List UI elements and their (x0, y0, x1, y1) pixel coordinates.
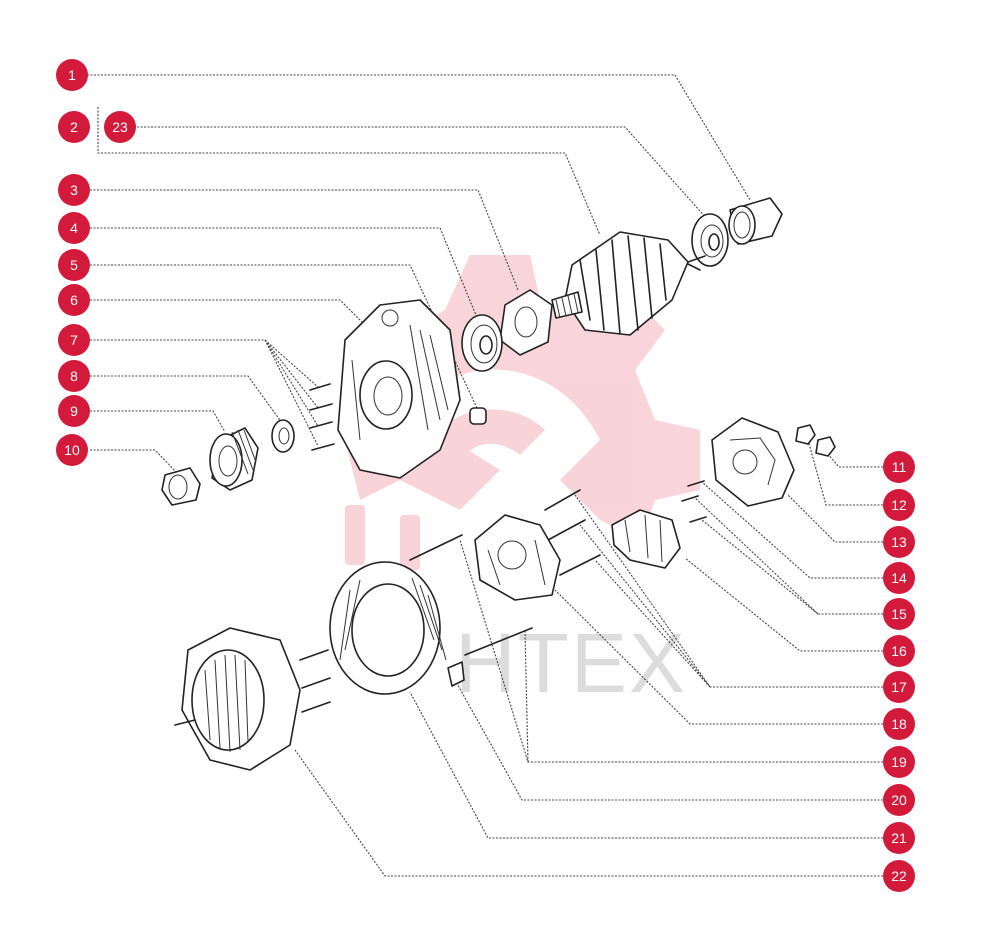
leader-17b (579, 524, 711, 688)
part-11-12-nuts (795, 424, 836, 457)
callout-6[interactable]: 6 (58, 284, 90, 316)
callout-18[interactable]: 18 (883, 708, 915, 740)
callout-12[interactable]: 12 (883, 489, 915, 521)
leader-12 (807, 439, 883, 506)
callout-5[interactable]: 5 (58, 249, 90, 281)
part-6-drive-housing (337, 299, 461, 479)
part-14-15-screws (681, 480, 707, 523)
leader-14 (701, 481, 883, 579)
part-2-rotor (551, 231, 706, 336)
callout-22[interactable]: 22 (883, 860, 915, 892)
callout-7[interactable]: 7 (58, 324, 90, 356)
leader-19b (524, 629, 529, 763)
part-7-bolts (309, 383, 335, 451)
leader-21 (409, 691, 883, 839)
leader-2-bracket (97, 107, 601, 236)
leader-16 (684, 557, 883, 652)
leader-17c (594, 559, 711, 688)
callout-9[interactable]: 9 (58, 395, 90, 427)
part-22-rear-housing (174, 627, 331, 771)
leader-15b (701, 519, 819, 615)
part-17-screws (544, 489, 601, 576)
part-9-pulley (209, 427, 259, 491)
callout-10[interactable]: 10 (56, 434, 88, 466)
leader-1 (87, 74, 751, 201)
callout-2[interactable]: 2 (58, 111, 90, 143)
part-20-clip (447, 661, 465, 687)
part-23-bearing (691, 213, 729, 267)
callout-17[interactable]: 17 (883, 671, 915, 703)
leader-7 (90, 339, 319, 388)
part-5-plug (469, 407, 487, 425)
leader-7b (264, 339, 319, 409)
watermark-text: HTEX (455, 616, 688, 710)
part-1-cap (728, 197, 783, 245)
part-21-stator (329, 561, 447, 695)
leader-22 (294, 749, 883, 877)
part-18-rectifier (474, 514, 561, 601)
callout-13[interactable]: 13 (883, 526, 915, 558)
callout-14[interactable]: 14 (883, 562, 915, 594)
part-13-rear-cover (711, 417, 795, 507)
callout-23[interactable]: 23 (104, 111, 136, 143)
leader-7d (264, 339, 319, 447)
leader-8 (90, 375, 283, 424)
leader-7c (264, 339, 319, 427)
leader-lines (87, 74, 883, 877)
leader-13 (787, 494, 883, 543)
part-8-spacer (271, 419, 295, 453)
callout-11[interactable]: 11 (883, 451, 915, 483)
leader-9 (90, 410, 226, 433)
part-19-through-bolts (409, 534, 533, 656)
leader-20 (454, 679, 883, 801)
callout-20[interactable]: 20 (883, 784, 915, 816)
part-10-nut (161, 467, 201, 506)
leader-6 (90, 299, 363, 323)
callout-15[interactable]: 15 (883, 598, 915, 630)
callout-8[interactable]: 8 (58, 360, 90, 392)
leader-4 (90, 227, 479, 321)
part-4-front-bearing (461, 314, 503, 372)
callout-21[interactable]: 21 (883, 822, 915, 854)
leader-15 (693, 496, 883, 615)
callout-19[interactable]: 19 (883, 746, 915, 778)
leader-11 (825, 451, 883, 468)
leader-3 (90, 189, 519, 291)
callout-3[interactable]: 3 (58, 174, 90, 206)
callout-1[interactable]: 1 (56, 59, 88, 91)
callout-16[interactable]: 16 (883, 635, 915, 667)
callout-4[interactable]: 4 (58, 212, 90, 244)
leader-23 (137, 126, 709, 221)
part-3-retainer-plate (499, 289, 553, 356)
leader-10 (90, 449, 178, 474)
leader-18 (554, 589, 883, 725)
part-16-regulator (611, 509, 681, 569)
